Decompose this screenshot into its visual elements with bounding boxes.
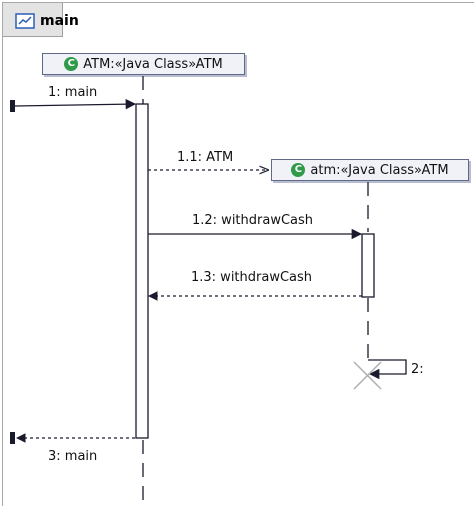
diagram-title: main bbox=[40, 13, 79, 29]
sequence-diagram-icon bbox=[15, 13, 35, 33]
class-icon: C bbox=[291, 163, 306, 177]
message-label-1-2: 1.2: withdrawCash bbox=[192, 213, 313, 228]
diagram-tab[interactable]: main bbox=[3, 3, 79, 37]
lifeline-label: atm:«Java Class»ATM bbox=[310, 162, 449, 178]
message-label-1-3: 1.3: withdrawCash bbox=[191, 270, 312, 285]
activation-bar-1 bbox=[135, 103, 149, 439]
destroy-mark-b bbox=[353, 361, 382, 390]
found-message-start bbox=[10, 100, 15, 112]
lifeline-header-atm-instance[interactable]: C atm:«Java Class»ATM bbox=[271, 159, 469, 181]
activation-bar-2 bbox=[361, 233, 375, 298]
lost-message-end bbox=[10, 432, 15, 444]
message-label-2: 2: bbox=[411, 362, 424, 377]
message-2-destroy-arrow bbox=[368, 359, 407, 380]
message-label-3: 3: main bbox=[48, 449, 97, 464]
message-label-1: 1: main bbox=[48, 85, 97, 100]
lifeline-header-atm-class[interactable]: C ATM:«Java Class»ATM bbox=[42, 53, 245, 75]
message-1-main-arrow bbox=[14, 98, 137, 110]
class-icon: C bbox=[64, 57, 79, 71]
message-label-1-1: 1.1: ATM bbox=[177, 150, 233, 165]
lifeline-label: ATM:«Java Class»ATM bbox=[83, 56, 223, 72]
